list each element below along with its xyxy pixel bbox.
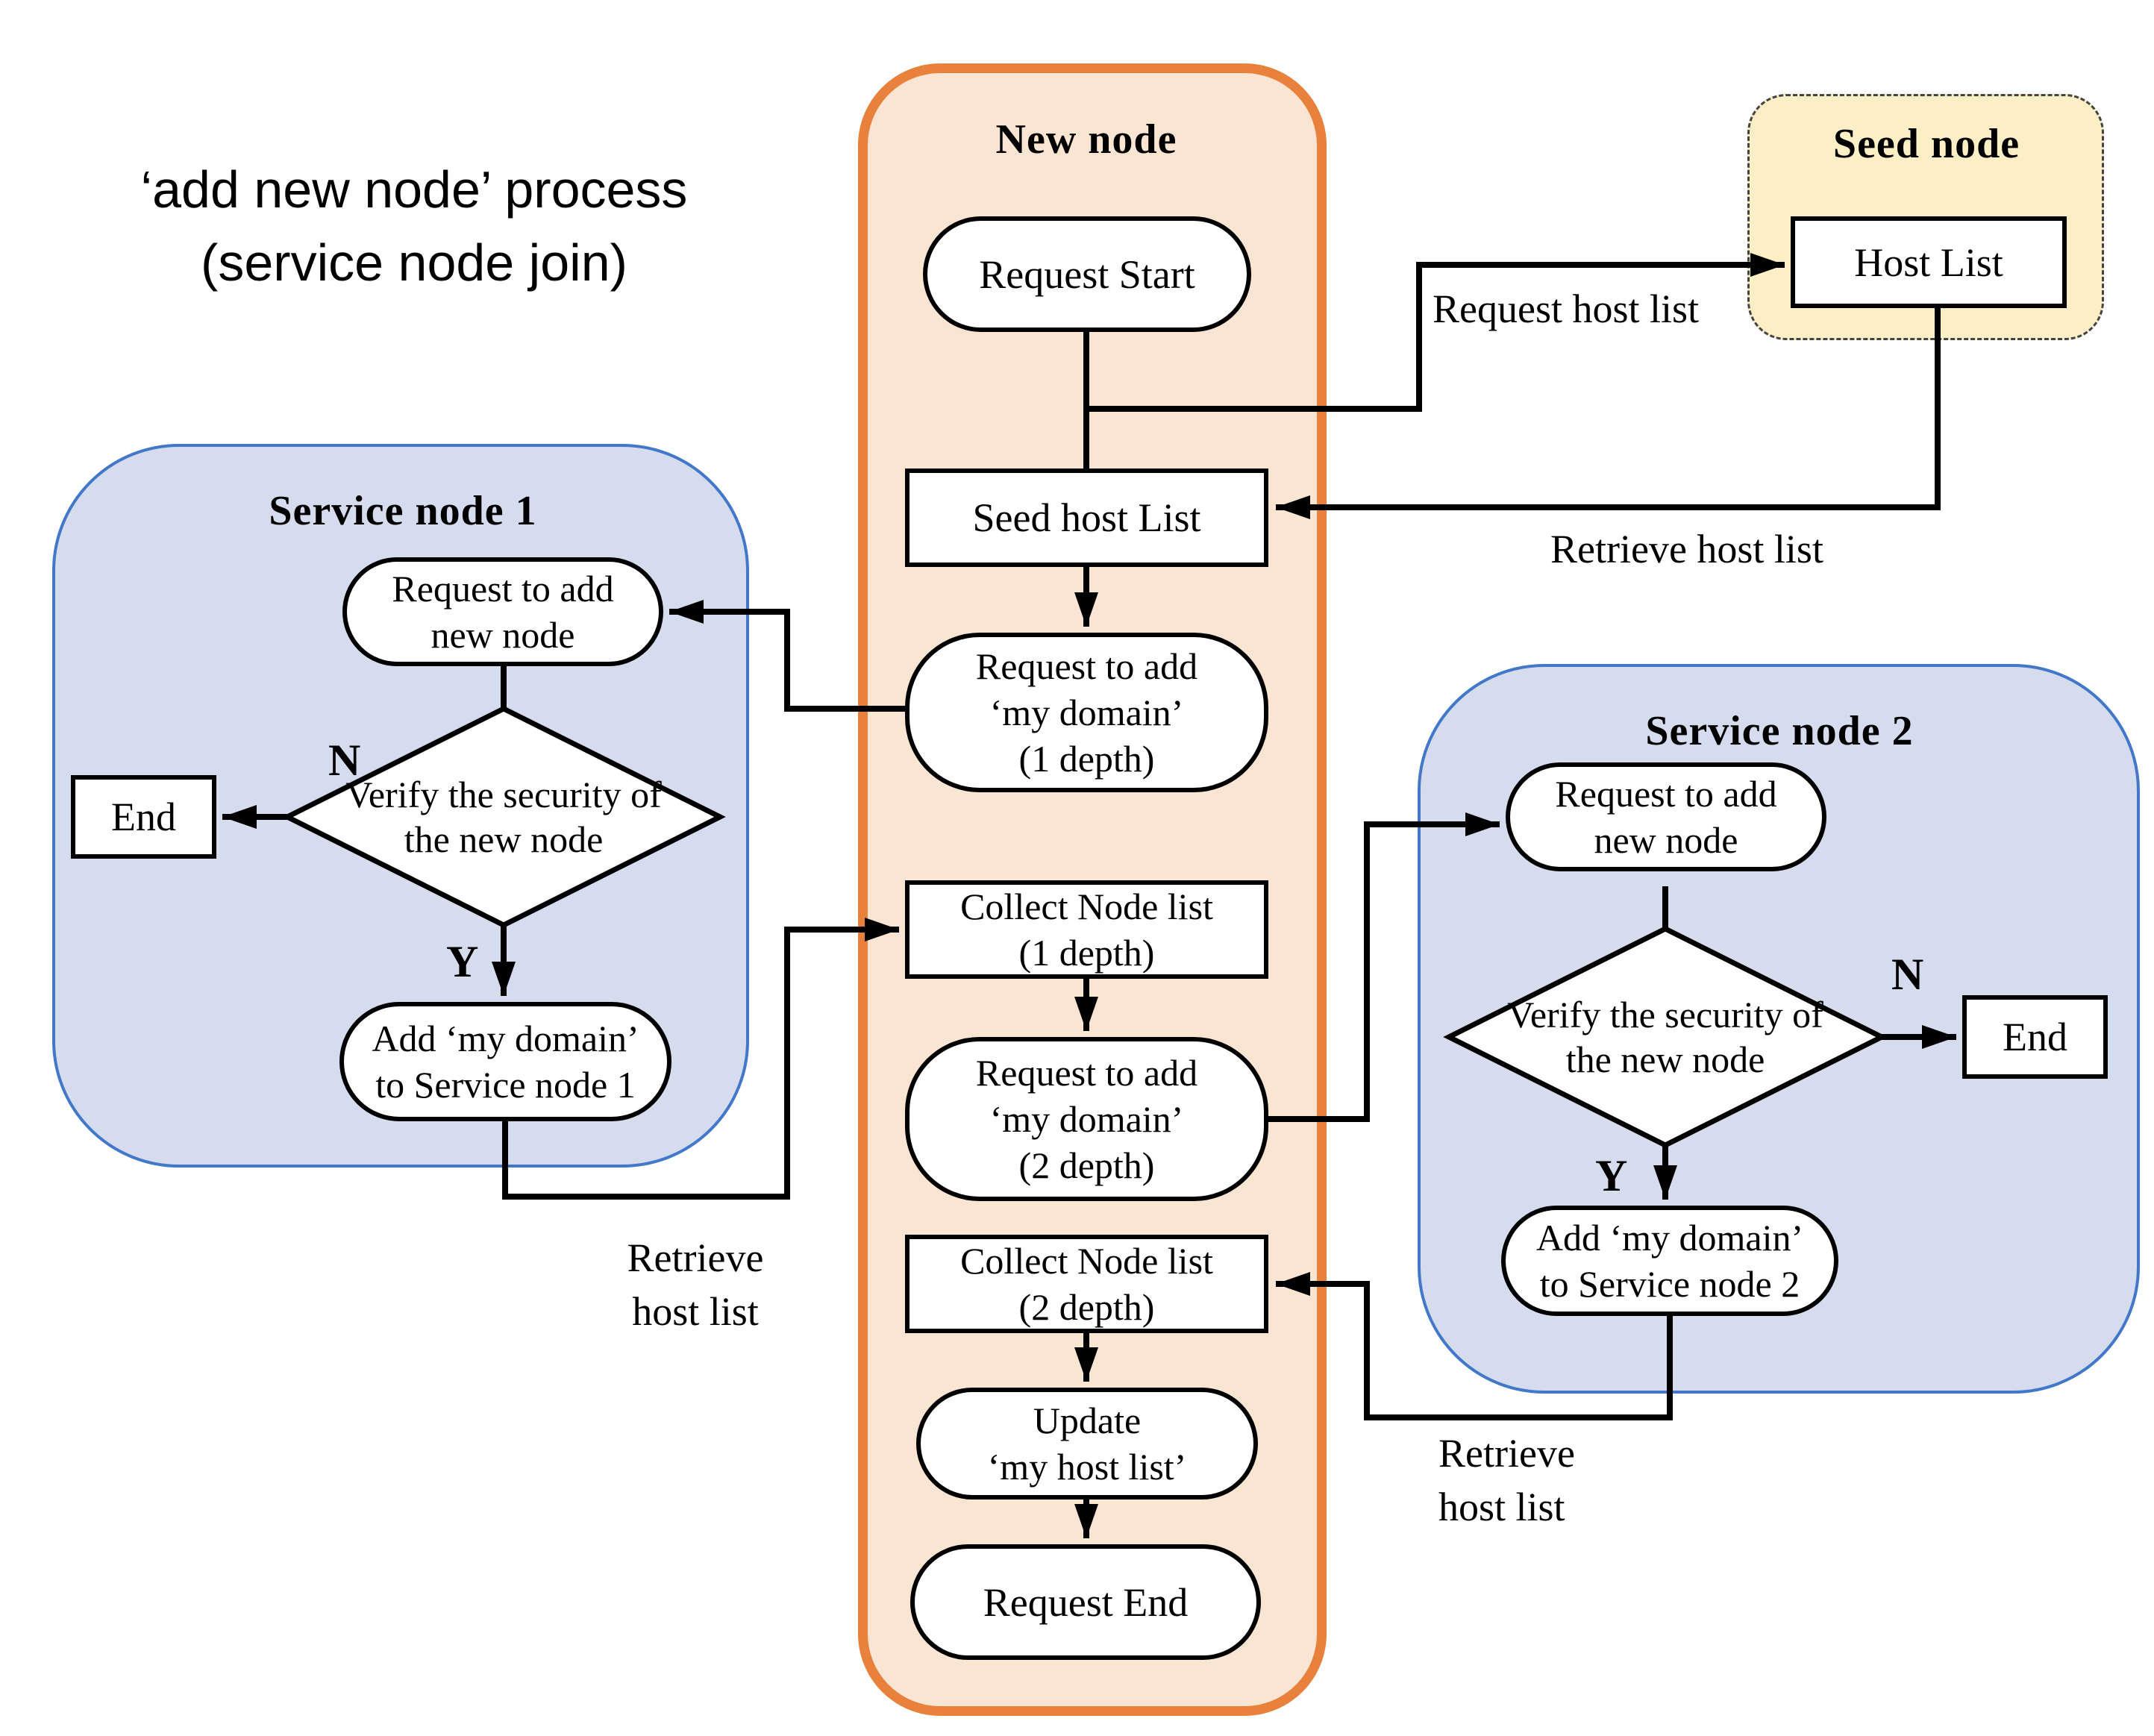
diagram-title-line2: (service node join) xyxy=(201,234,627,292)
request-end-node: Request End xyxy=(910,1544,1261,1660)
update-my-host-list-node: Update ‘my host list’ xyxy=(916,1388,1258,1500)
service-node-2-label: Service node 2 xyxy=(1645,708,1914,754)
service-node-1-label: Service node 1 xyxy=(269,488,537,534)
diagram-title-line1: ‘add new node’ process xyxy=(140,160,688,219)
request-add-2depth-node: Request to add ‘my domain’ (2 depth) xyxy=(905,1037,1268,1201)
request-start-node: Request Start xyxy=(923,216,1251,332)
sn2-verify-text: Verify the security of the new node xyxy=(1507,994,1823,1080)
collect-node-list-2depth-node: Collect Node list (2 depth) xyxy=(905,1235,1268,1333)
sn1-no-label: N xyxy=(328,736,361,785)
sn2-no-label: N xyxy=(1891,950,1924,999)
collect-node-list-1depth-node: Collect Node list (1 depth) xyxy=(905,880,1268,979)
new-node-label: New node xyxy=(995,116,1177,163)
request-add-1depth-node: Request to add ‘my domain’ (1 depth) xyxy=(905,633,1268,792)
diagram-title: ‘add new node’ process (service node joi… xyxy=(104,153,724,299)
sn1-request-to-add-node: Request to add new node xyxy=(342,557,663,666)
retrieve-host-list-left-edge-label: Retrieve host list xyxy=(627,1235,764,1334)
seed-node-label: Seed node xyxy=(1832,121,2020,167)
request-host-list-edge-label: Request host list xyxy=(1433,286,1700,331)
retrieve-host-list-top-edge-label: Retrieve host list xyxy=(1550,527,1823,571)
sn2-yes-label: Y xyxy=(1595,1151,1628,1200)
sn1-add-my-domain-node: Add ‘my domain’ to Service node 1 xyxy=(339,1002,671,1121)
sn1-end-node: End xyxy=(71,775,216,859)
seed-host-list-node: Seed host List xyxy=(905,469,1268,567)
sn2-add-my-domain-node: Add ‘my domain’ to Service node 2 xyxy=(1501,1206,1838,1316)
host-list-node: Host List xyxy=(1791,216,2067,308)
sn1-yes-label: Y xyxy=(446,937,479,986)
sn2-end-node: End xyxy=(1962,995,2108,1079)
sn1-verify-text: Verify the security of the new node xyxy=(345,774,662,860)
retrieve-host-list-right-edge-label: Retrieve host list xyxy=(1438,1431,1575,1529)
sn2-request-to-add-node: Request to add new node xyxy=(1506,762,1826,871)
